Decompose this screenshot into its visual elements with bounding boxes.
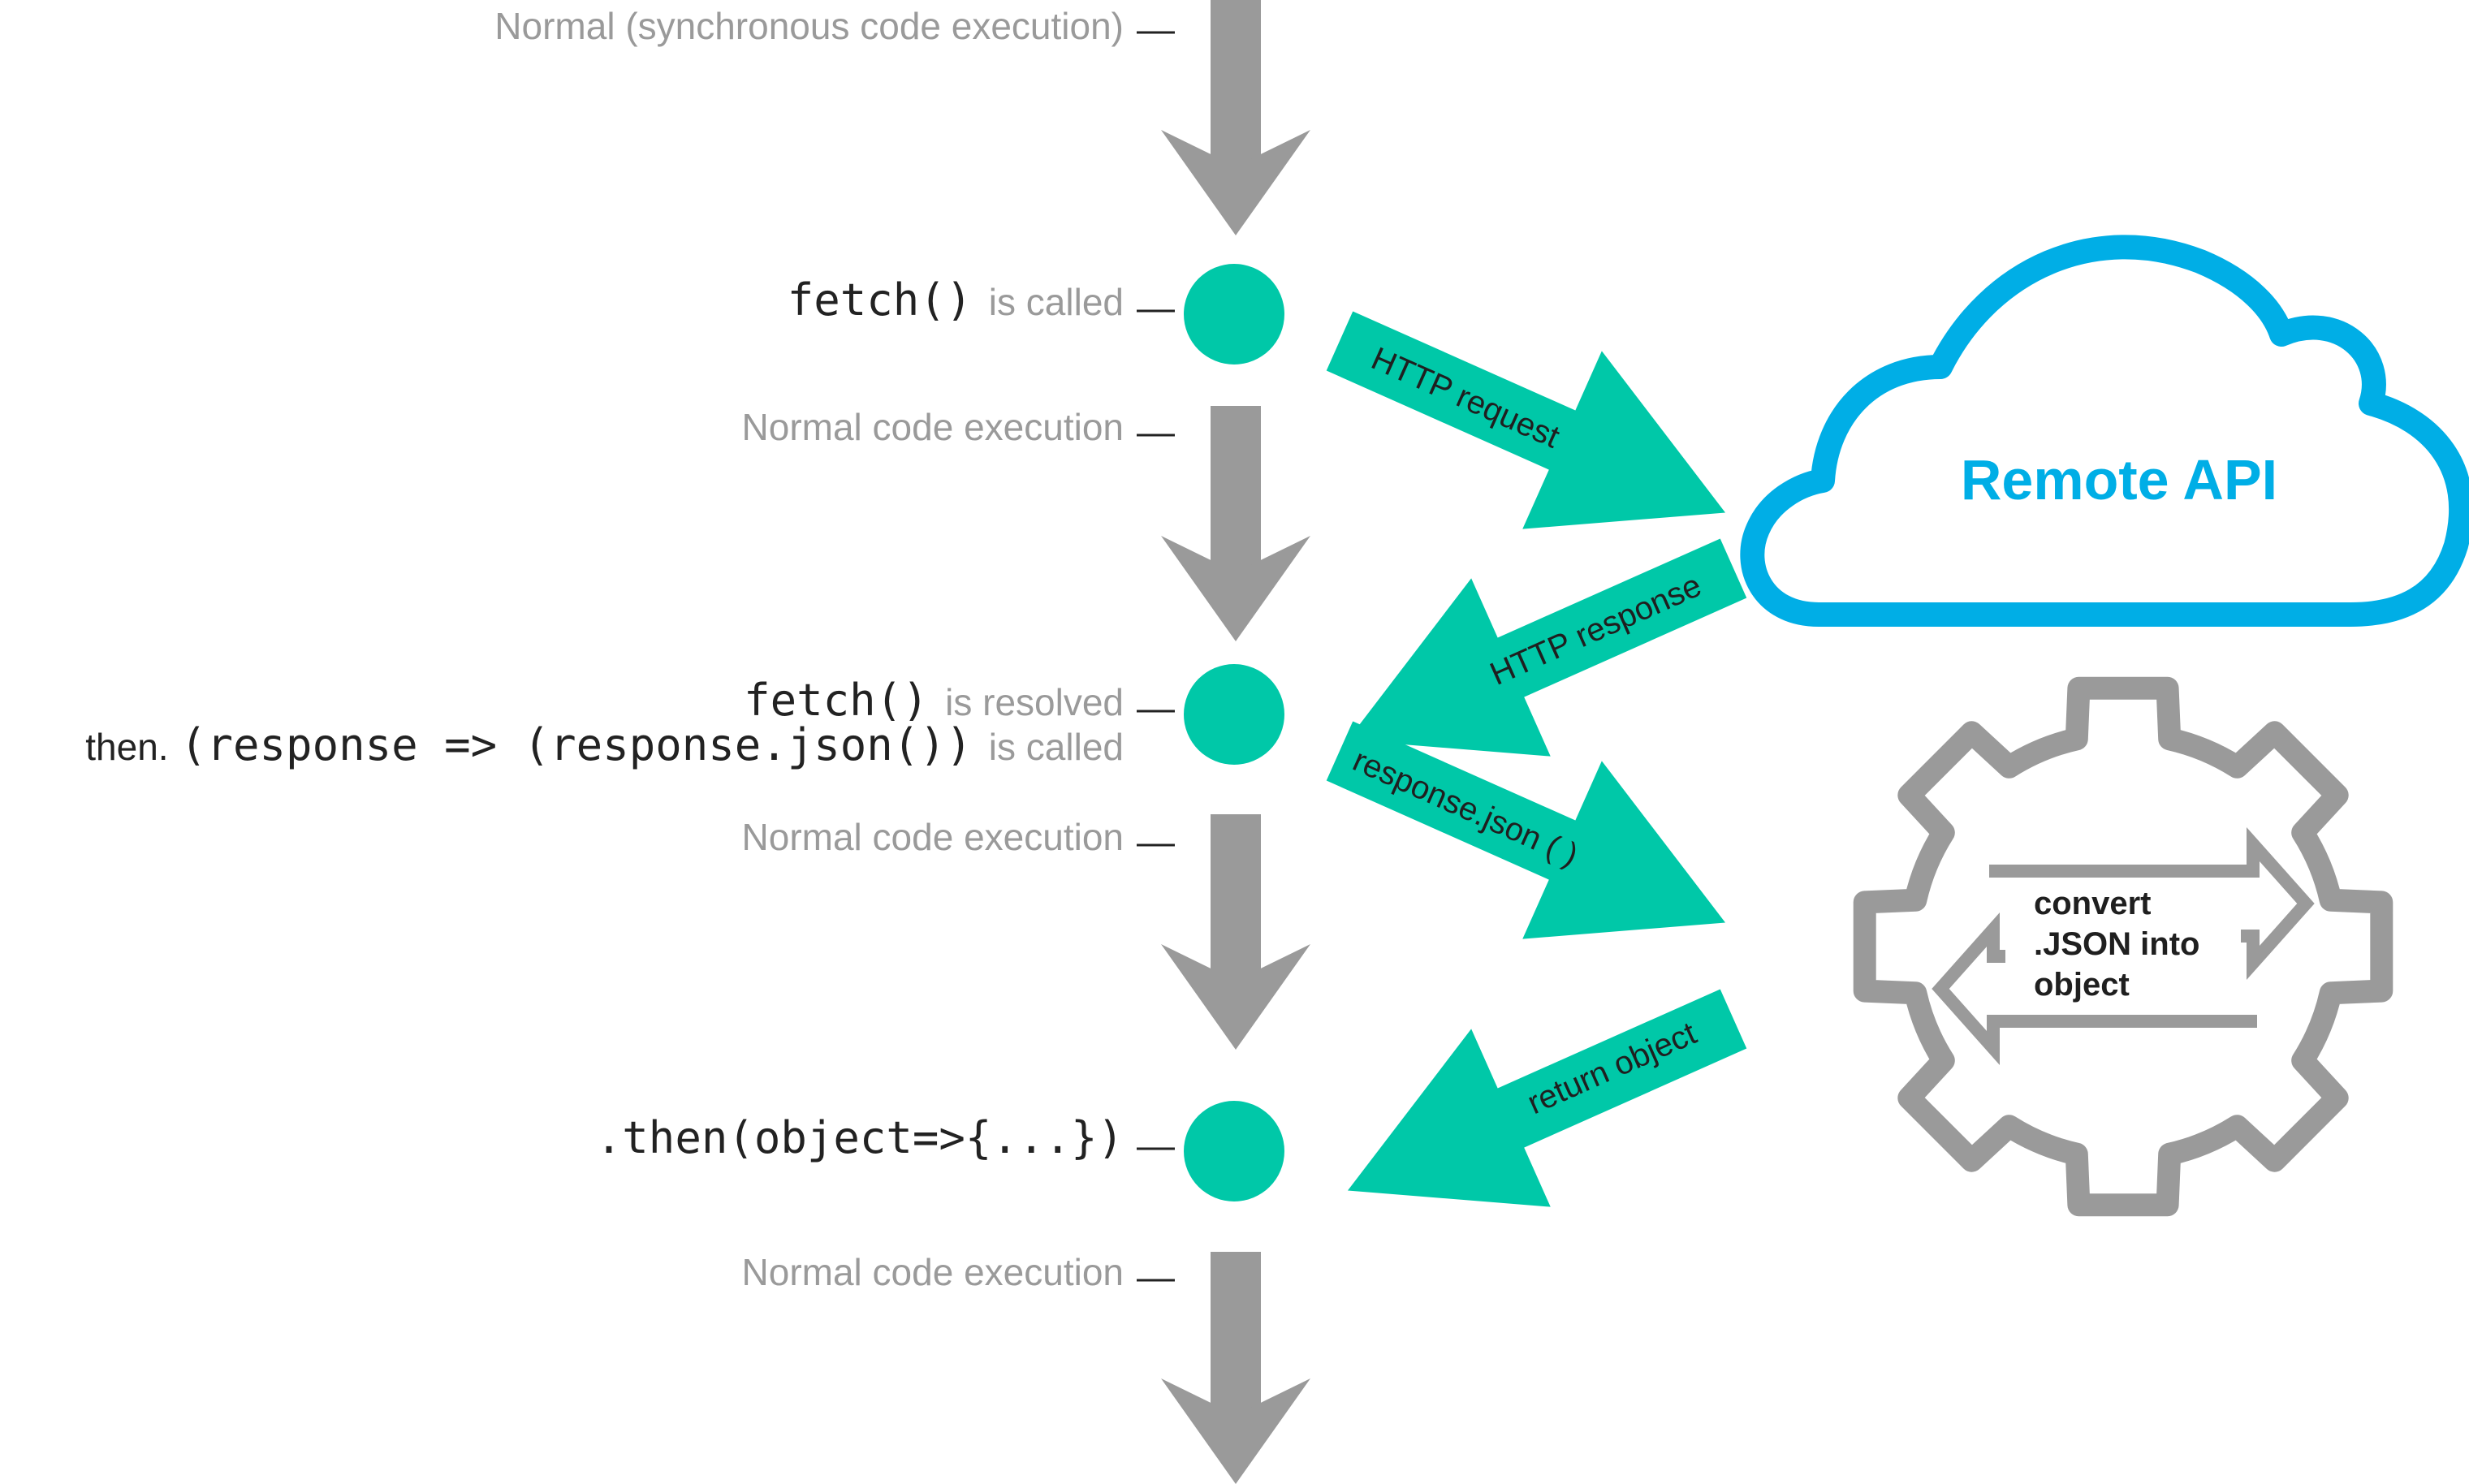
arrow-return-object	[1347, 989, 1747, 1207]
arrow-http-response	[1347, 538, 1747, 757]
label-then-called: then. (response => (response.json()) is …	[85, 719, 1124, 770]
gear-icon: convert .JSON into object	[1853, 676, 2393, 1217]
svg-text:response.json ( ): response.json ( )	[1348, 742, 1583, 873]
gear-label-line-1: convert	[2034, 886, 2152, 921]
timeline-dot-then-object	[1184, 1101, 1284, 1201]
svg-text:fetch() is called: fetch() is called	[788, 274, 1124, 326]
gear-label-line-3: object	[2034, 967, 2130, 1003]
svg-text:Normal code execution: Normal code execution	[742, 816, 1124, 858]
timeline-dot-fetch-resolved	[1184, 664, 1284, 765]
flow-arrow-3	[1161, 814, 1310, 1050]
svg-text:.then(object=>{...}): .then(object=>{...})	[596, 1112, 1124, 1163]
arrow-http-request: HTTP request	[1326, 311, 1726, 529]
label-fetch-called: fetch() is called	[788, 274, 1175, 326]
svg-text:Normal (synchronous code execu: Normal (synchronous code execution)	[494, 5, 1124, 47]
flow-arrow-1	[1161, 0, 1310, 235]
svg-text:fetch() is resolved: fetch() is resolved	[744, 675, 1124, 726]
label-normal-2: Normal code execution	[742, 816, 1175, 858]
flow-arrow-2	[1161, 406, 1310, 641]
flow-arrow-4	[1161, 1252, 1310, 1484]
remote-api-label: Remote API	[1961, 448, 2277, 511]
svg-text:Normal code execution: Normal code execution	[742, 406, 1124, 448]
label-normal-sync: Normal (synchronous code execution)	[494, 5, 1175, 47]
label-then-object: .then(object=>{...})	[596, 1112, 1175, 1163]
cloud-icon: Remote API	[1740, 235, 2469, 627]
timeline-dot-fetch-called	[1184, 264, 1284, 365]
label-normal-3: Normal code execution	[742, 1251, 1175, 1293]
svg-text:Normal code execution: Normal code execution	[742, 1251, 1124, 1293]
gear-label-line-2: .JSON into	[2034, 926, 2199, 962]
svg-text:then. (response => (resp: then. (response => (response.json()) is …	[85, 719, 1124, 770]
label-fetch-resolved: fetch() is resolved	[744, 675, 1175, 726]
label-normal-1: Normal code execution	[742, 406, 1175, 448]
